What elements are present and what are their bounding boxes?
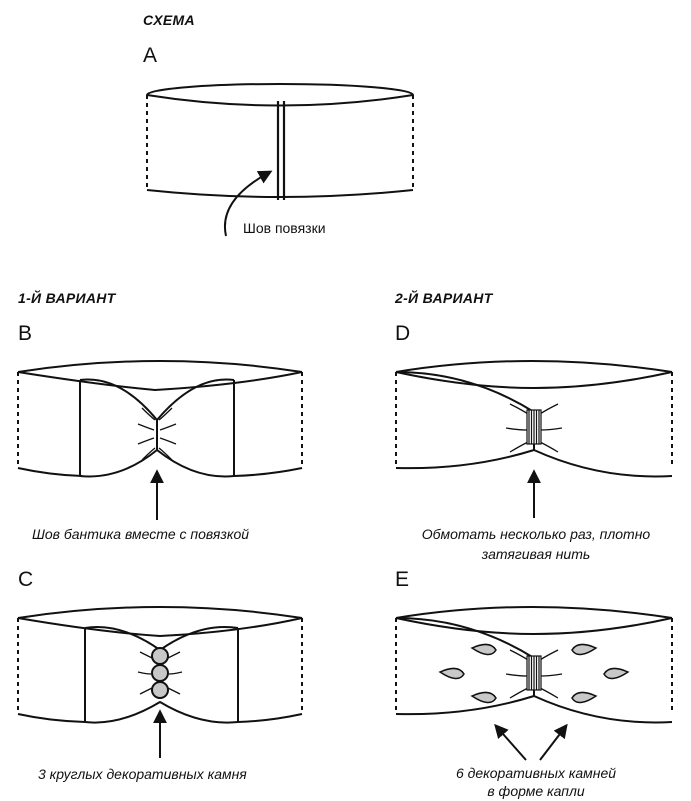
drop-stone bbox=[470, 643, 497, 656]
caption-b: Шов бантика вместе с повязкой bbox=[32, 526, 250, 542]
headband-c bbox=[17, 606, 303, 758]
drop-stone bbox=[571, 643, 598, 656]
drop-stone bbox=[438, 667, 465, 680]
drop-stone bbox=[571, 691, 598, 704]
caption-d-line1: Обмотать несколько раз, плотно bbox=[421, 526, 651, 542]
headband-a bbox=[146, 83, 414, 237]
panel-label-a: A bbox=[143, 44, 158, 67]
drop-stone bbox=[470, 691, 497, 704]
scheme-heading: СХЕМА bbox=[143, 12, 195, 28]
panel-label-d: D bbox=[395, 322, 411, 345]
drop-stone bbox=[603, 667, 630, 680]
headband-d bbox=[395, 360, 673, 518]
thread-wrap bbox=[526, 409, 542, 445]
panel-label-b: B bbox=[18, 322, 33, 345]
variant2-heading: 2-Й ВАРИАНТ bbox=[395, 290, 493, 306]
round-stone bbox=[151, 681, 169, 699]
caption-e-line1: 6 декоративных камней bbox=[455, 765, 617, 781]
round-stone bbox=[151, 664, 169, 682]
caption-d-line2: затягивая нить bbox=[481, 546, 591, 562]
caption-e-line2: в форме капли bbox=[487, 783, 585, 799]
seam-arrow bbox=[224, 170, 273, 237]
caption-d: Обмотать несколько раз, плотно затягивая… bbox=[395, 524, 677, 564]
variant1-heading: 1-Й ВАРИАНТ bbox=[18, 290, 116, 306]
caption-a: Шов повязки bbox=[243, 220, 326, 236]
round-stone bbox=[151, 647, 169, 665]
headband-b bbox=[17, 360, 303, 520]
caption-c: 3 круглых декоративных камня bbox=[38, 766, 247, 782]
panel-label-e: E bbox=[395, 568, 410, 591]
caption-e: 6 декоративных камней в форме капли bbox=[395, 764, 677, 800]
panel-label-c: C bbox=[18, 568, 34, 591]
headband-e bbox=[395, 606, 673, 761]
